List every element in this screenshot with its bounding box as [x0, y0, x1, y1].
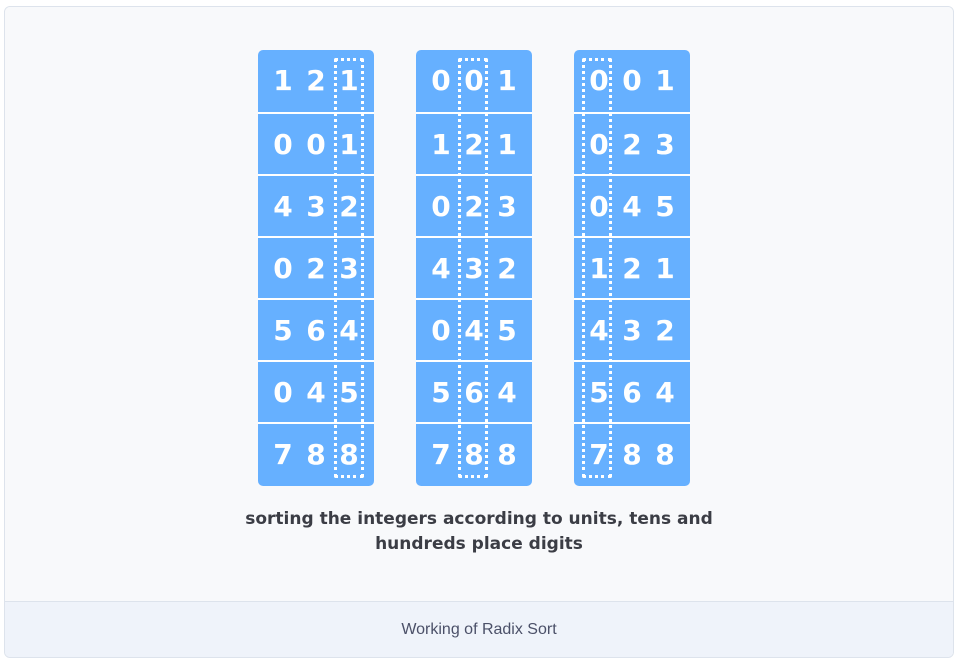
units-digit: 1: [655, 252, 675, 285]
units-digit: 8: [497, 438, 517, 471]
units-digit: 1: [339, 64, 359, 97]
tens-digit: 2: [622, 128, 642, 161]
units-digit: 3: [655, 128, 675, 161]
tens-digit: 0: [306, 128, 326, 161]
units-digit: 4: [339, 314, 359, 347]
description-line-1: sorting the integers according to units,…: [245, 509, 713, 529]
units-digit: 2: [497, 252, 517, 285]
tens-digit: 3: [622, 314, 642, 347]
hundreds-digit: 1: [273, 64, 293, 97]
hundreds-digit: 0: [273, 376, 293, 409]
hundreds-digit: 0: [589, 190, 609, 223]
units-digit: 8: [339, 438, 359, 471]
tens-digit: 2: [306, 252, 326, 285]
hundreds-digit: 5: [431, 376, 451, 409]
hundreds-digit: 4: [589, 314, 609, 347]
hundreds-digit: 5: [273, 314, 293, 347]
units-digit: 3: [497, 190, 517, 223]
hundreds-digit: 1: [431, 128, 451, 161]
tens-digit: 3: [464, 252, 484, 285]
tens-digit: 2: [464, 128, 484, 161]
hundreds-digit: 7: [273, 438, 293, 471]
tens-digit: 0: [622, 64, 642, 97]
tens-digit: 6: [464, 376, 484, 409]
hundreds-digit: 4: [273, 190, 293, 223]
figure-description: sorting the integers according to units,…: [5, 507, 953, 557]
units-digit: 1: [497, 128, 517, 161]
hundreds-digit: 0: [589, 128, 609, 161]
units-digit: 2: [339, 190, 359, 223]
units-digit: 4: [497, 376, 517, 409]
units-digit: 1: [655, 64, 675, 97]
hundreds-digit: 7: [589, 438, 609, 471]
tens-digit: 0: [464, 64, 484, 97]
units-digit: 4: [655, 376, 675, 409]
tens-digit: 2: [464, 190, 484, 223]
caption-bar: Working of Radix Sort: [5, 601, 953, 657]
tens-digit: 8: [464, 438, 484, 471]
units-digit: 3: [339, 252, 359, 285]
hundreds-digit: 0: [273, 252, 293, 285]
units-digit: 2: [655, 314, 675, 347]
units-digit: 1: [497, 64, 517, 97]
units-digit: 5: [655, 190, 675, 223]
tens-digit: 6: [622, 376, 642, 409]
hundreds-digit: 0: [431, 190, 451, 223]
tens-digit: 3: [306, 190, 326, 223]
figure-caption: Working of Radix Sort: [401, 620, 557, 638]
hundreds-digit: 0: [431, 64, 451, 97]
tens-digit: 4: [306, 376, 326, 409]
hundreds-digit: 0: [431, 314, 451, 347]
hundreds-digit: 7: [431, 438, 451, 471]
tens-digit: 6: [306, 314, 326, 347]
tens-digit: 4: [622, 190, 642, 223]
hundreds-digit: 4: [431, 252, 451, 285]
hundreds-digit: 0: [589, 64, 609, 97]
tens-digit: 8: [306, 438, 326, 471]
hundreds-digit: 5: [589, 376, 609, 409]
tens-digit: 4: [464, 314, 484, 347]
units-digit: 5: [339, 376, 359, 409]
tens-digit: 8: [622, 438, 642, 471]
hundreds-digit: 0: [273, 128, 293, 161]
units-digit: 1: [339, 128, 359, 161]
tens-digit: 2: [306, 64, 326, 97]
units-digit: 5: [497, 314, 517, 347]
description-line-2: hundreds place digits: [375, 534, 583, 554]
tens-digit: 2: [622, 252, 642, 285]
units-digit: 8: [655, 438, 675, 471]
hundreds-digit: 1: [589, 252, 609, 285]
